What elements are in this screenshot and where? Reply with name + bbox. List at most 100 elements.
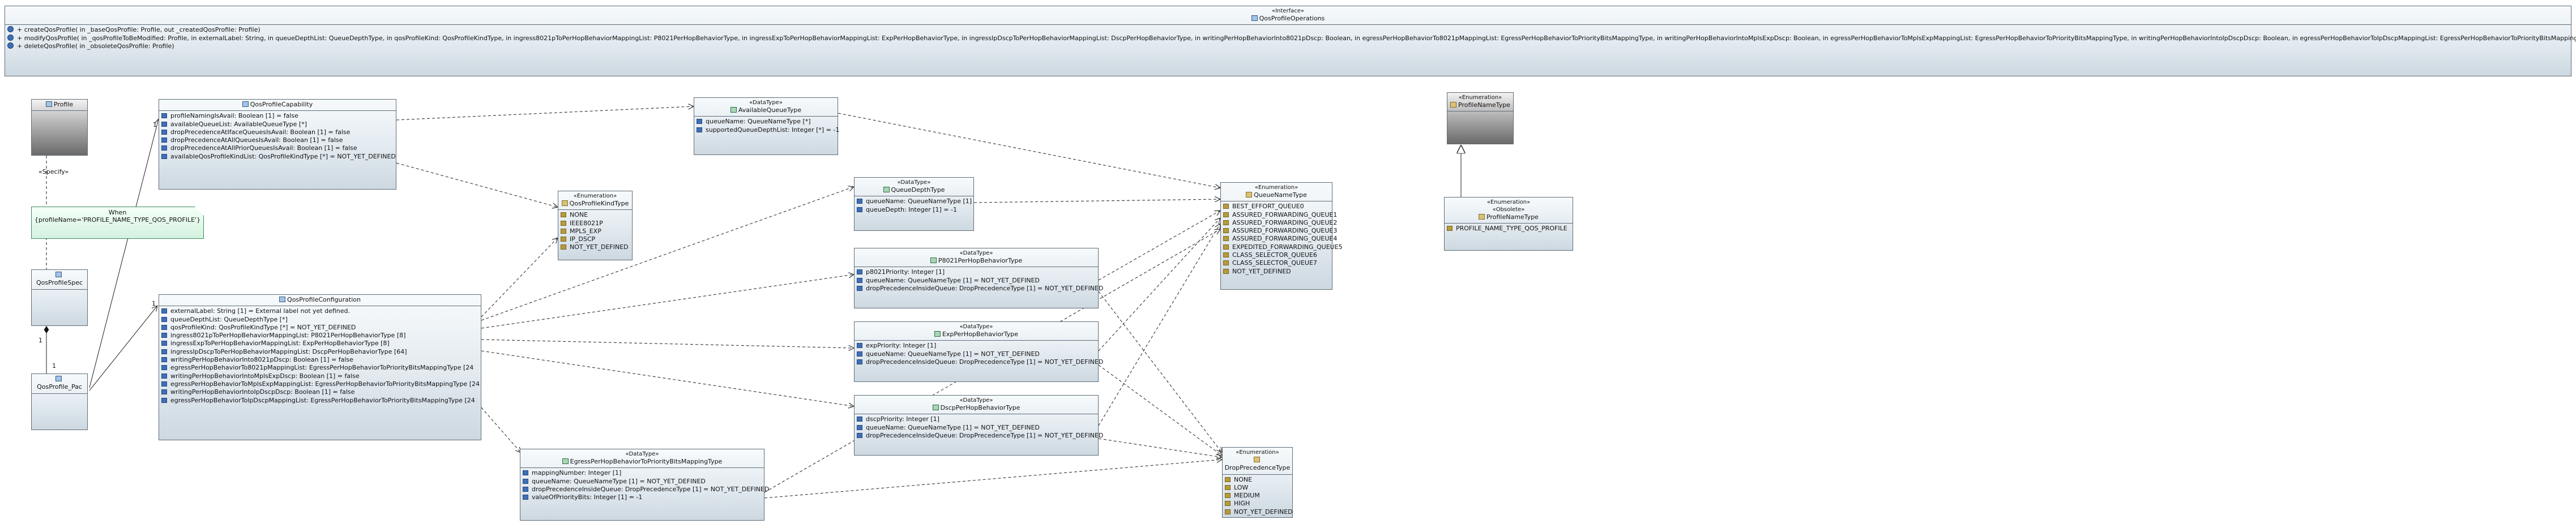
attribute-row[interactable]: ingressExpToPerHopBehaviorMappingList: E… [161, 340, 479, 347]
class-qos-profile-spec[interactable]: QosProfileSpec [31, 269, 88, 326]
p8021-attributes: p8021Priority: Integer [1] queueName: Qu… [855, 267, 1103, 294]
attribute-row[interactable]: mappingNumber: Integer [1] [523, 469, 762, 477]
attribute-row[interactable]: egressPerHopBehaviorTo8021pMappingList: … [161, 364, 479, 372]
dscp-queuename-dep [1098, 224, 1220, 426]
attribute-icon [161, 129, 167, 135]
attribute-row[interactable]: dropPrecedenceAtAllQueuesIsAvail: Boolea… [161, 136, 394, 144]
literal-icon [561, 212, 566, 218]
attribute-row[interactable]: egressPerHopBehaviorToIpDscpMappingList:… [161, 397, 479, 405]
egress-stereotype: «DataType» [625, 451, 659, 457]
attribute-row[interactable]: profileNamingIsAvail: Boolean [1] = fals… [161, 112, 394, 120]
attribute-row[interactable]: externalLabel: String [1] = External lab… [161, 307, 479, 315]
attribute-row[interactable]: queueName: QueueNameType [*] [697, 118, 835, 126]
literal-row[interactable]: PROFILE_NAME_TYPE_QOS_PROFILE [1447, 225, 1570, 233]
attribute-row[interactable]: ingressIpDscpToPerHopBehaviorMappingList… [161, 348, 479, 356]
queuedepth-attributes: queueName: QueueNameType [1] queueDepth:… [855, 196, 973, 215]
attribute-row[interactable]: egressPerHopBehaviorToMplsExpMappingList… [161, 380, 480, 388]
attribute-row[interactable]: dropPrecedenceInsideQueue: DropPrecedenc… [857, 285, 1103, 293]
attribute-icon [857, 417, 862, 422]
drop-name: DropPrecedenceType [1224, 464, 1291, 472]
operation-row[interactable]: + modifyQosProfile( in _qosProfileToBeMo… [7, 34, 2576, 42]
attribute-row[interactable]: queueName: QueueNameType [1] = NOT_YET_D… [857, 424, 1096, 432]
literal-icon [1225, 484, 1231, 490]
attribute-row[interactable]: expPriority: Integer [1] [857, 342, 1096, 350]
interface-qos-profile-operations[interactable]: «Interface» QosProfileOperations + creat… [5, 6, 2576, 76]
datatype-dscp-per-hop-behavior-type[interactable]: «DataType» DscpPerHopBehaviorType dscpPr… [854, 395, 1103, 456]
attribute-row[interactable]: writingPerHopBehaviorIntoMplsExpDscp: Bo… [161, 372, 479, 380]
attribute-row[interactable]: ingress8021pToPerHopBehaviorMappingList:… [161, 332, 479, 340]
availqueue-stereotype: «DataType» [749, 100, 783, 106]
queuename-stereotype: «Enumeration» [1254, 184, 1298, 191]
literal-row[interactable]: NOT_YET_DEFINED [1223, 268, 1330, 276]
pac-header: QosProfile_Pac [32, 374, 87, 394]
literal-row[interactable]: IP_DSCP [561, 235, 630, 243]
attribute-icon [523, 495, 528, 500]
capability-attributes: profileNamingIsAvail: Boolean [1] = fals… [159, 111, 396, 162]
attribute-row[interactable]: dropPrecedenceInsideQueue: DropPrecedenc… [857, 358, 1103, 366]
enum-drop-precedence-type[interactable]: «Enumeration» DropPrecedenceType NONE LO… [1222, 447, 1293, 518]
literal-row[interactable]: LOW [1225, 484, 1290, 492]
literal-row[interactable]: CLASS_SELECTOR_QUEUE6 [1223, 251, 1330, 259]
datatype-egress-per-hop-behavior-mapping-type[interactable]: «DataType» EgressPerHopBehaviorToPriorit… [520, 449, 769, 521]
datatype-p8021-per-hop-behavior-type[interactable]: «DataType» P8021PerHopBehaviorType p8021… [854, 248, 1103, 308]
pac-name: QosProfile_Pac [37, 383, 82, 391]
attribute-row[interactable]: writingPerHopBehaviorIntoIpDscpDscp: Boo… [161, 388, 479, 396]
datatype-exp-per-hop-behavior-type[interactable]: «DataType» ExpPerHopBehaviorType expPrio… [854, 321, 1103, 382]
literal-row[interactable]: HIGH [1225, 500, 1290, 508]
datatype-available-queue-type[interactable]: «DataType» AvailableQueueType queueName:… [694, 97, 839, 155]
attribute-row[interactable]: dropPrecedenceAtIfaceQueuesIsAvail: Bool… [161, 128, 394, 136]
literal-row[interactable]: MEDIUM [1225, 492, 1290, 500]
attribute-row[interactable]: availableQosProfileKindList: QosProfileK… [161, 153, 396, 161]
literal-row[interactable]: NOT_YET_DEFINED [1225, 508, 1293, 516]
attribute-row[interactable]: dropPrecedenceInsideQueue: DropPrecedenc… [523, 486, 769, 493]
class-profile[interactable]: Profile [31, 99, 88, 156]
attribute-row[interactable]: queueDepthList: QueueDepthType [*] [161, 316, 479, 324]
attribute-icon [857, 277, 862, 283]
attribute-row[interactable]: queueName: QueueNameType [1] [857, 198, 972, 205]
literal-row[interactable]: NOT_YET_DEFINED [561, 243, 630, 251]
attribute-row[interactable]: dscpPriority: Integer [1] [857, 415, 1096, 423]
attribute-row[interactable]: valueOfPriorityBits: Integer [1] = -1 [523, 493, 762, 501]
enum-queue-name-type[interactable]: «Enumeration» QueueNameType BEST_EFFORT_… [1220, 182, 1343, 290]
literal-row[interactable]: BEST_EFFORT_QUEUE0 [1223, 203, 1330, 211]
enum-qos-profile-kind-type[interactable]: «Enumeration» QosProfileKindType NONE IE… [558, 191, 633, 260]
operation-row[interactable]: + createQosProfile( in _baseQosProfile: … [7, 26, 2569, 34]
literal-row[interactable]: MPLS_EXP [561, 227, 630, 235]
attribute-row[interactable]: queueDepth: Integer [1] = -1 [857, 206, 971, 214]
exp-attributes: expPriority: Integer [1] queueName: Queu… [855, 341, 1103, 367]
literal-row[interactable]: EXPEDITED_FORWARDING_QUEUE5 [1223, 243, 1343, 251]
attribute-icon [857, 207, 862, 212]
attribute-row[interactable]: supportedQueueDepthList: Integer [*] = -… [697, 126, 839, 134]
attribute-row[interactable]: queueName: QueueNameType [1] = NOT_YET_D… [523, 478, 762, 486]
egress-header: «DataType» EgressPerHopBehaviorToPriorit… [520, 449, 764, 469]
literal-row[interactable]: ASSURED_FORWARDING_QUEUE4 [1223, 235, 1337, 243]
attribute-row[interactable]: dropPrecedenceAtAllPriorQueuesIsAvail: B… [161, 144, 394, 152]
p8021-drop-dep [1098, 291, 1222, 453]
class-qos-profile-pac[interactable]: QosProfile_Pac [31, 374, 88, 430]
literal-row[interactable]: ASSURED_FORWARDING_QUEUE3 [1223, 227, 1337, 235]
attribute-row[interactable]: queueName: QueueNameType [1] = NOT_YET_D… [857, 277, 1096, 285]
datatype-queue-depth-type[interactable]: «DataType» QueueDepthType queueName: Que… [854, 177, 974, 231]
attribute-row[interactable]: queueName: QueueNameType [1] = NOT_YET_D… [857, 350, 1096, 358]
enum-profile-name-type[interactable]: «Enumeration» ProfileNameType [1447, 92, 1514, 144]
dscp-name: DscpPerHopBehaviorType [940, 404, 1020, 411]
attribute-row[interactable]: dropPrecedenceInsideQueue: DropPrecedenc… [857, 432, 1103, 440]
operation-row[interactable]: + deleteQosProfile( in _obsoleteQosProfi… [7, 42, 2569, 50]
queuedepth-name: QueueDepthType [891, 186, 945, 194]
attribute-row[interactable]: qosProfileKind: QosProfileKindType [*] =… [161, 324, 479, 332]
class-qos-profile-capability[interactable]: QosProfileCapability profileNamingIsAvai… [159, 99, 396, 190]
attribute-row[interactable]: writingPerHopBehaviorInto8021pDscp: Bool… [161, 356, 479, 364]
literal-row[interactable]: IEEE8021P [561, 220, 630, 227]
datatype-icon [730, 107, 737, 113]
literal-row[interactable]: NONE [561, 211, 630, 219]
class-qos-profile-configuration[interactable]: QosProfileConfiguration externalLabel: S… [159, 294, 481, 440]
attribute-row[interactable]: p8021Priority: Integer [1] [857, 268, 1096, 276]
literal-row[interactable]: ASSURED_FORWARDING_QUEUE2 [1223, 219, 1337, 227]
configuration-name: QosProfileConfiguration [287, 296, 361, 303]
literal-row[interactable]: ASSURED_FORWARDING_QUEUE1 [1223, 211, 1337, 219]
enum-obsolete-profile-name-type[interactable]: «Enumeration» «Obsolete» ProfileNameType… [1444, 197, 1573, 251]
attribute-row[interactable]: availableQueueList: AvailableQueueType [… [161, 121, 394, 128]
literal-row[interactable]: NONE [1225, 476, 1290, 484]
constraint-note[interactable]: When {profileName='PROFILE_NAME_TYPE_QOS… [31, 207, 204, 239]
literal-row[interactable]: CLASS_SELECTOR_QUEUE7 [1223, 259, 1330, 267]
